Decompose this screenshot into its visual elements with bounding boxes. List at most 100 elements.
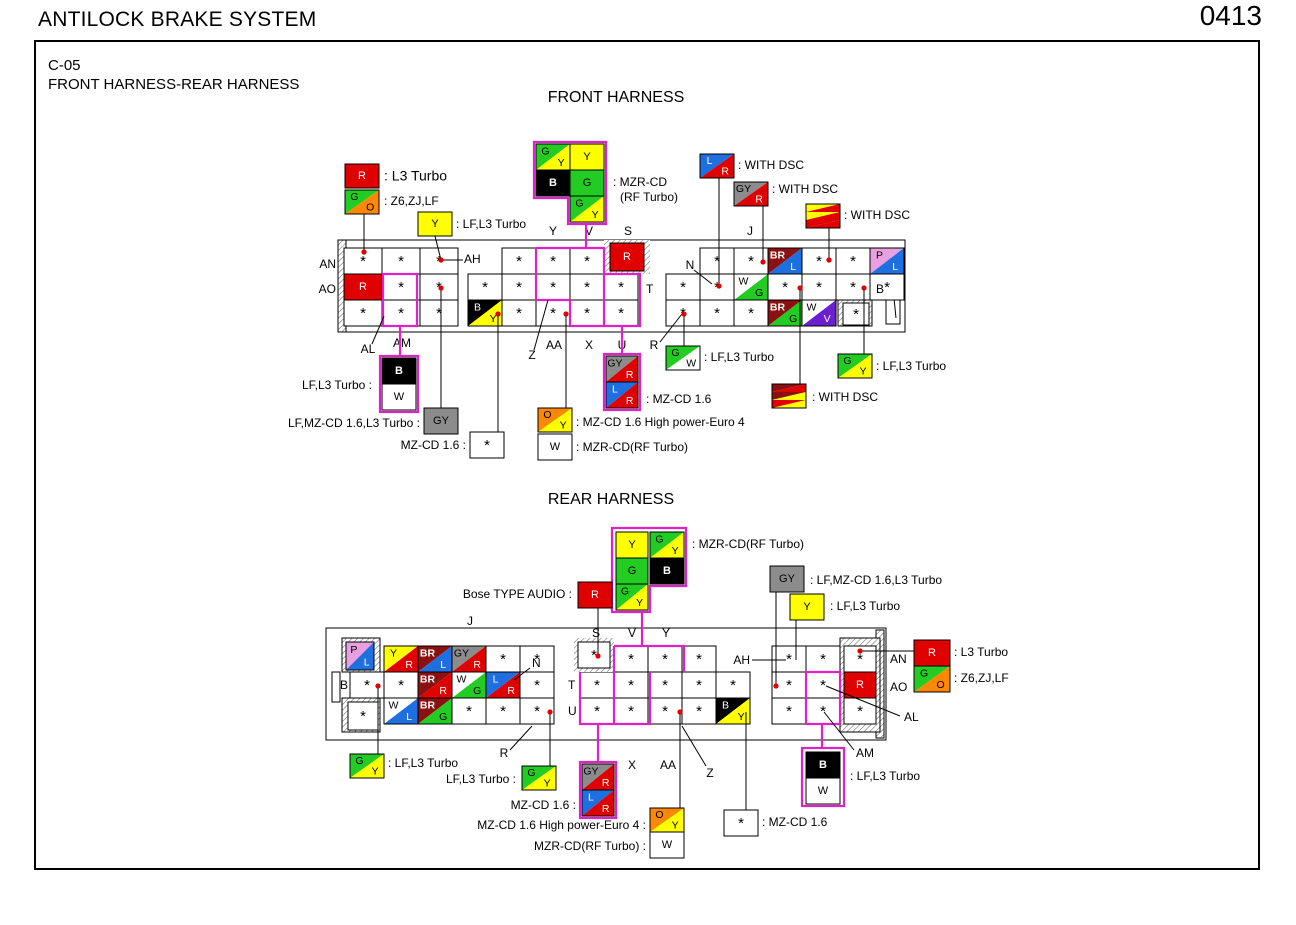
pin-asterisk: * bbox=[662, 703, 668, 720]
housing-latch bbox=[331, 671, 341, 703]
note-text: : MZ-CD 1.6 bbox=[762, 815, 828, 829]
pin-cell bbox=[569, 195, 605, 223]
pin-label: AN bbox=[890, 652, 907, 666]
wire-color-stripe bbox=[350, 754, 384, 778]
wire-color-code: G bbox=[439, 711, 447, 723]
wire-color-code: L bbox=[406, 711, 412, 723]
pin-label: AH bbox=[464, 252, 481, 266]
wire-color-code: Y bbox=[560, 420, 567, 432]
wire-color-code: V bbox=[824, 313, 831, 325]
wire-color-stripe bbox=[802, 300, 836, 326]
wire-color-code: W bbox=[457, 674, 467, 686]
wire-color-code: R bbox=[473, 659, 481, 671]
pin-asterisk: * bbox=[628, 703, 634, 720]
color-swatch bbox=[344, 189, 380, 215]
wire-color-stripe bbox=[870, 248, 904, 274]
wire-color-stripe bbox=[384, 698, 418, 724]
note-text: LF,L3 Turbo : bbox=[302, 378, 372, 392]
leader-line bbox=[513, 667, 531, 681]
wire-color-code: Y bbox=[431, 218, 439, 230]
pin-label: AO bbox=[890, 680, 907, 694]
wire-dot bbox=[563, 311, 569, 317]
wire-color-code: B bbox=[549, 177, 557, 189]
wire-dot bbox=[495, 311, 501, 317]
note-text: : WITH DSC bbox=[738, 158, 804, 172]
color-swatch bbox=[769, 565, 805, 593]
pin-cell bbox=[801, 299, 837, 327]
wire-color-stripe bbox=[582, 764, 614, 790]
wire-dot bbox=[595, 653, 601, 659]
pin-label: T bbox=[568, 678, 576, 692]
wire-dot bbox=[438, 257, 444, 263]
wire-dot bbox=[716, 283, 722, 289]
pin-asterisk: * bbox=[584, 305, 590, 322]
wire-color-code: G bbox=[575, 198, 583, 210]
wire-color-code: G bbox=[621, 586, 629, 598]
pin-label: Y bbox=[662, 626, 670, 640]
wire-color-code: Y bbox=[592, 209, 599, 221]
wire-color-code: Y bbox=[583, 151, 591, 163]
wire-color-stripe bbox=[650, 532, 684, 558]
pin-asterisk: * bbox=[360, 708, 366, 725]
pin-cell bbox=[569, 143, 605, 171]
leader-line bbox=[509, 725, 533, 751]
pin-cell bbox=[869, 247, 905, 275]
pin-asterisk: * bbox=[696, 677, 702, 694]
pin-label: AM bbox=[856, 746, 874, 760]
pin-label: S bbox=[624, 224, 632, 238]
wire-color-code: R bbox=[856, 679, 864, 691]
color-swatch bbox=[423, 407, 459, 435]
note-text: Bose TYPE AUDIO : bbox=[463, 587, 572, 601]
wire-dot bbox=[361, 249, 367, 255]
wire-color-stripe bbox=[486, 672, 520, 698]
note-text: : LF,L3 Turbo bbox=[850, 769, 920, 783]
rear-housing bbox=[325, 627, 887, 741]
wire-color-code: Y bbox=[803, 601, 811, 613]
pin-asterisk: * bbox=[466, 703, 472, 720]
pin-asterisk: * bbox=[786, 703, 792, 720]
pin-asterisk: * bbox=[516, 279, 522, 296]
wire-color-stripe bbox=[452, 646, 486, 672]
pin-cell bbox=[609, 242, 645, 272]
wire-color-code: R bbox=[405, 659, 413, 671]
pin-asterisk: * bbox=[820, 677, 826, 694]
pin-cell bbox=[649, 557, 685, 585]
wire-color-code: W bbox=[807, 302, 817, 314]
color-swatch bbox=[344, 163, 380, 189]
wire-color-code: W bbox=[739, 276, 749, 288]
pin-cell bbox=[715, 697, 751, 725]
note-text: : WITH DSC bbox=[844, 208, 910, 222]
wire-color-stripe bbox=[418, 646, 452, 672]
wire-color-code: Y bbox=[636, 597, 643, 609]
pin-cell bbox=[842, 302, 870, 326]
wire-color-code: GY bbox=[454, 648, 469, 660]
wire-color-code: Y bbox=[860, 366, 867, 378]
wire-color-code: L bbox=[707, 155, 713, 167]
leader-line bbox=[533, 299, 549, 351]
wire-color-code: R bbox=[755, 194, 763, 206]
leader-line bbox=[371, 315, 385, 345]
wire-color-code: GY bbox=[433, 415, 450, 427]
pin-asterisk: * bbox=[516, 253, 522, 270]
note-text: : LF,L3 Turbo bbox=[876, 359, 946, 373]
wire-color-code: L bbox=[364, 657, 370, 669]
wire-color-stripe bbox=[806, 212, 840, 220]
wire-color-code: BR bbox=[420, 648, 436, 660]
pin-cell bbox=[569, 247, 605, 275]
wire-color-stripe bbox=[914, 666, 950, 692]
pin-cell bbox=[665, 273, 701, 301]
wire-color-code: R bbox=[359, 281, 367, 293]
leader-line bbox=[693, 269, 713, 285]
pin-cell bbox=[569, 169, 605, 197]
pin-asterisk: * bbox=[618, 279, 624, 296]
wire-color-stripe bbox=[536, 144, 570, 170]
wire-color-code: Y bbox=[738, 711, 745, 723]
pin-cell bbox=[581, 789, 615, 817]
pin-label: X bbox=[585, 338, 593, 352]
pin-cell bbox=[771, 697, 807, 725]
pin-cell bbox=[699, 247, 735, 275]
highlight-frame bbox=[578, 644, 686, 726]
wire-dot bbox=[677, 709, 683, 715]
wire-color-code: Y bbox=[672, 820, 679, 832]
